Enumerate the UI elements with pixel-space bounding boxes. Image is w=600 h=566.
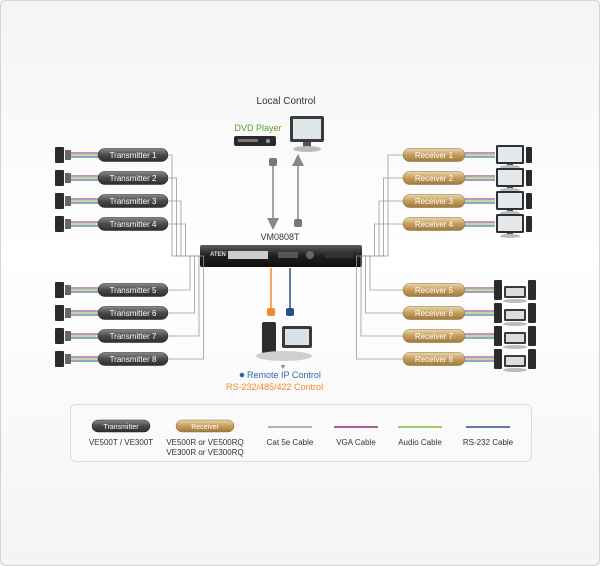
receiver-row-5: Receiver 5 [362, 255, 536, 303]
rs232-port-connector [286, 308, 294, 316]
cat5e-cable [168, 255, 200, 314]
remote-ip-label: Remote IP Control [247, 370, 321, 380]
legend-vga-label: VGA Cable [336, 438, 376, 447]
dvd-player-icon [234, 136, 276, 146]
monitor-icon [496, 214, 532, 238]
connector-icon [65, 150, 71, 160]
connector-icon [65, 219, 71, 229]
serial-port-connector [267, 308, 275, 316]
receiver-label: Receiver 4 [415, 220, 454, 229]
connector-icon [65, 308, 71, 318]
source-pc-icon [55, 282, 64, 298]
legend-receiver-models-2: VE300R or VE300RQ [166, 448, 243, 457]
connector-icon [65, 173, 71, 183]
legend-audio-label: Audio Cable [398, 438, 442, 447]
transmitter-label: Transmitter 6 [110, 309, 157, 318]
chevron-down-icon: ▼ [280, 364, 287, 371]
transmitter-row-1: Transmitter 1 [55, 147, 200, 257]
source-pc-icon [55, 147, 64, 163]
legend-transmitter-pill-label: Transmitter [103, 424, 139, 431]
legend-rs232-label: RS-232 Cable [463, 438, 514, 447]
transmitter-label: Transmitter 2 [110, 174, 157, 183]
monitor-icon [496, 191, 532, 215]
transmitter-label: Transmitter 4 [110, 220, 157, 229]
transmitter-row-5: Transmitter 5 [55, 255, 200, 298]
connector-icon [65, 354, 71, 364]
speaker-system-icon [494, 349, 536, 372]
receiver-row-1: Receiver 1 [362, 145, 532, 257]
source-pc-icon [55, 193, 64, 209]
legend-transmitter-models: VE500T / VE300T [89, 438, 153, 447]
transmitter-row-6: Transmitter 6 [55, 255, 200, 321]
receiver-label: Receiver 2 [415, 174, 454, 183]
speaker-system-icon [494, 280, 536, 303]
legend-receiver-pill: Receiver [175, 419, 235, 433]
legend-receiver-pill-label: Receiver [191, 424, 219, 431]
cat5e-cable [362, 255, 404, 291]
source-pc-icon [55, 170, 64, 186]
transmitter-label: Transmitter 7 [110, 332, 157, 341]
serial-control-label: RS-232/485/422 Control [226, 382, 323, 392]
cat5e-cable [356, 255, 404, 360]
cat5e-cable [168, 255, 204, 360]
receiver-row-3: Receiver 3 [362, 191, 532, 257]
receiver-label: Receiver 8 [415, 355, 454, 364]
legend-box [70, 404, 532, 462]
receiver-label: Receiver 6 [415, 309, 454, 318]
receiver-label: Receiver 7 [415, 332, 454, 341]
source-pc-icon [55, 216, 64, 232]
remote-pc-icon [256, 322, 312, 361]
source-pc-icon [55, 328, 64, 344]
transmitter-label: Transmitter 1 [110, 151, 157, 160]
transmitter-row-2: Transmitter 2 [55, 170, 200, 257]
switch-port-connector [294, 219, 302, 227]
transmitter-row-7: Transmitter 7 [55, 255, 200, 344]
transmitter-row-8: Transmitter 8 [55, 255, 204, 367]
legend-transmitter-pill: Transmitter [91, 419, 151, 433]
local-monitor-icon [290, 116, 324, 152]
cat5e-cable [362, 255, 404, 314]
transmitter-label: Transmitter 8 [110, 355, 157, 364]
source-pc-icon [55, 305, 64, 321]
source-pc-icon [55, 351, 64, 367]
connector-icon [65, 285, 71, 295]
local-port-connector [269, 158, 277, 166]
receiver-label: Receiver 1 [415, 151, 454, 160]
switch-model-label: VM0808T [260, 232, 300, 242]
receiver-label: Receiver 5 [415, 286, 454, 295]
receiver-label: Receiver 3 [415, 197, 454, 206]
receiver-row-6: Receiver 6 [362, 255, 536, 326]
switch-brand-label: ATEN [210, 252, 226, 258]
legend-receiver-models-1: VE500R or VE500RQ [166, 438, 243, 447]
transmitter-label: Transmitter 5 [110, 286, 157, 295]
monitor-icon [496, 145, 532, 169]
vm0808t-switch: ATEN [200, 245, 362, 267]
speaker-system-icon [494, 326, 536, 349]
bullet-icon [239, 372, 245, 378]
cat5e-cable [168, 255, 200, 337]
speaker-system-icon [494, 303, 536, 326]
local-control-label: Local Control [257, 96, 316, 107]
connector-icon [65, 331, 71, 341]
transmitter-label: Transmitter 3 [110, 197, 157, 206]
dvd-player-label: DVD Player [234, 123, 281, 133]
legend-cat5e-label: Cat 5e Cable [267, 438, 314, 447]
connector-icon [65, 196, 71, 206]
receiver-row-8: Receiver 8 [356, 255, 536, 372]
